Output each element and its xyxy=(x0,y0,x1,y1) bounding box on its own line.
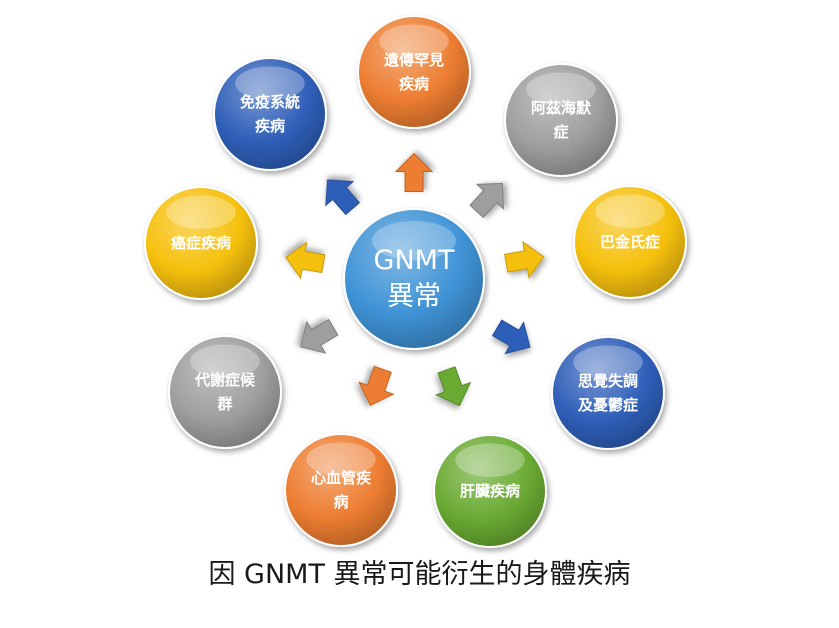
arrow-rare-genetic xyxy=(394,152,434,192)
center-circle xyxy=(343,208,485,350)
caption: 因 GNMT 異常可能衍生的身體疾病 xyxy=(208,559,631,590)
arrow-alzheimers xyxy=(469,182,504,219)
arrow-group xyxy=(285,152,545,407)
node-liver-disease: 肝臟疾病 xyxy=(433,434,547,548)
arrow-metabolic-syndrome xyxy=(300,318,339,354)
node-label: 心血管疾 xyxy=(311,469,372,487)
node-label: 症 xyxy=(553,123,568,141)
node-label: 疾病 xyxy=(399,75,429,93)
node-label: 疾病 xyxy=(255,117,285,135)
arrow-liver-disease xyxy=(435,366,472,407)
node-label: 代謝症候 xyxy=(194,371,256,389)
node-label: 阿茲海默 xyxy=(531,99,592,117)
node-label: 思覺失調 xyxy=(578,372,638,390)
center-label: 異常 xyxy=(387,281,441,312)
center-label: GNMT xyxy=(374,245,455,276)
node-parkinsons: 巴金氏症 xyxy=(573,185,687,299)
node-group: 遺傳罕見疾病阿茲海默症巴金氏症思覺失調及憂鬱症肝臟疾病心血管疾病代謝症候群癌症疾… xyxy=(144,15,687,548)
node-label: 免疫系統 xyxy=(240,93,300,111)
node-label: 遺傳罕見 xyxy=(383,51,444,69)
node-label: 巴金氏症 xyxy=(600,233,660,251)
center-node: GNMT 異常 xyxy=(343,208,485,350)
arrow-cancer xyxy=(285,241,326,280)
arrow-parkinsons xyxy=(504,240,545,279)
node-label: 及憂鬱症 xyxy=(578,396,638,414)
node-cancer: 癌症疾病 xyxy=(144,186,258,300)
node-label: 群 xyxy=(217,395,232,413)
arrow-schizophrenia-depression xyxy=(491,319,531,355)
node-label: 肝臟疾病 xyxy=(460,482,520,500)
arrow-immune-disease xyxy=(325,179,361,216)
arrow-cardiovascular xyxy=(358,365,395,406)
radial-diagram: 遺傳罕見疾病阿茲海默症巴金氏症思覺失調及憂鬱症肝臟疾病心血管疾病代謝症候群癌症疾… xyxy=(144,15,687,548)
node-label: 病 xyxy=(333,493,348,511)
node-label: 癌症疾病 xyxy=(171,234,231,252)
